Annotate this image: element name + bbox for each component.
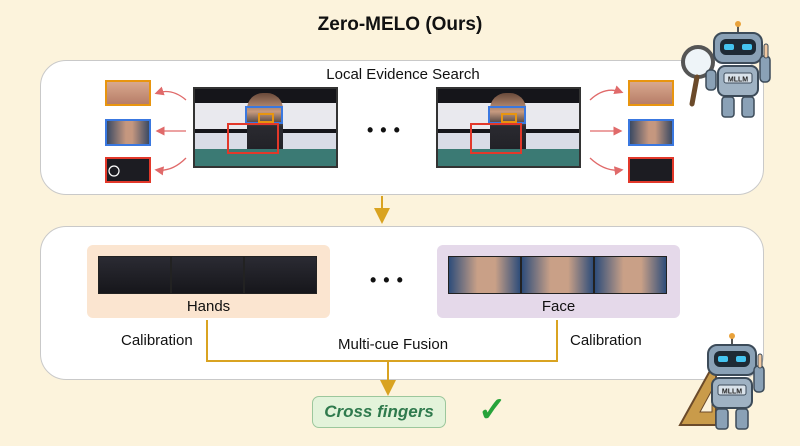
fusion-label: Multi-cue Fusion <box>338 336 449 353</box>
right-mouth-box <box>501 113 517 123</box>
hands-frame-2 <box>171 256 244 294</box>
left-crop-face <box>105 119 151 146</box>
local-evidence-label: Local Evidence Search <box>326 66 480 83</box>
robot-top-badge: MLLM <box>728 77 748 84</box>
right-arrow-mouth <box>589 85 624 101</box>
right-crop-hands <box>628 157 674 183</box>
fusion-connector <box>206 320 558 362</box>
face-frame-1 <box>448 256 521 294</box>
hands-logo-icon <box>108 165 120 177</box>
result-label: Cross fingers <box>312 396 446 428</box>
calibration-left-label: Calibration <box>121 332 193 349</box>
left-crop-hands <box>105 157 151 183</box>
face-frames <box>448 256 667 294</box>
right-arrow-hands <box>589 157 624 176</box>
fusion-ellipsis: • • • <box>370 270 404 290</box>
robot-magnifier-icon <box>681 21 771 118</box>
left-arrow-hands <box>154 157 187 176</box>
face-frame-3 <box>594 256 667 294</box>
left-mouth-box <box>258 113 274 123</box>
left-video-frame <box>193 87 338 168</box>
hands-label: Hands <box>186 298 231 315</box>
face-label: Face <box>541 298 576 315</box>
face-frame-2 <box>521 256 594 294</box>
hands-frame-1 <box>98 256 171 294</box>
hands-frame-3 <box>244 256 317 294</box>
left-crop-mouth <box>105 80 151 106</box>
robot-set-square-icon <box>678 333 765 430</box>
frames-ellipsis: • • • <box>367 120 401 140</box>
right-video-frame <box>436 87 581 168</box>
check-icon: ✓ <box>478 391 507 429</box>
calibration-right-label: Calibration <box>570 332 642 349</box>
right-crop-face <box>628 119 674 146</box>
diagram-title: Zero-MELO (Ours) <box>317 14 483 35</box>
hands-frames <box>98 256 317 294</box>
left-arrow-mouth <box>154 86 187 101</box>
right-hands-box <box>470 123 522 154</box>
left-hands-box <box>227 123 279 154</box>
robot-bottom-badge: MLLM <box>722 389 742 396</box>
right-crop-mouth <box>628 80 674 106</box>
